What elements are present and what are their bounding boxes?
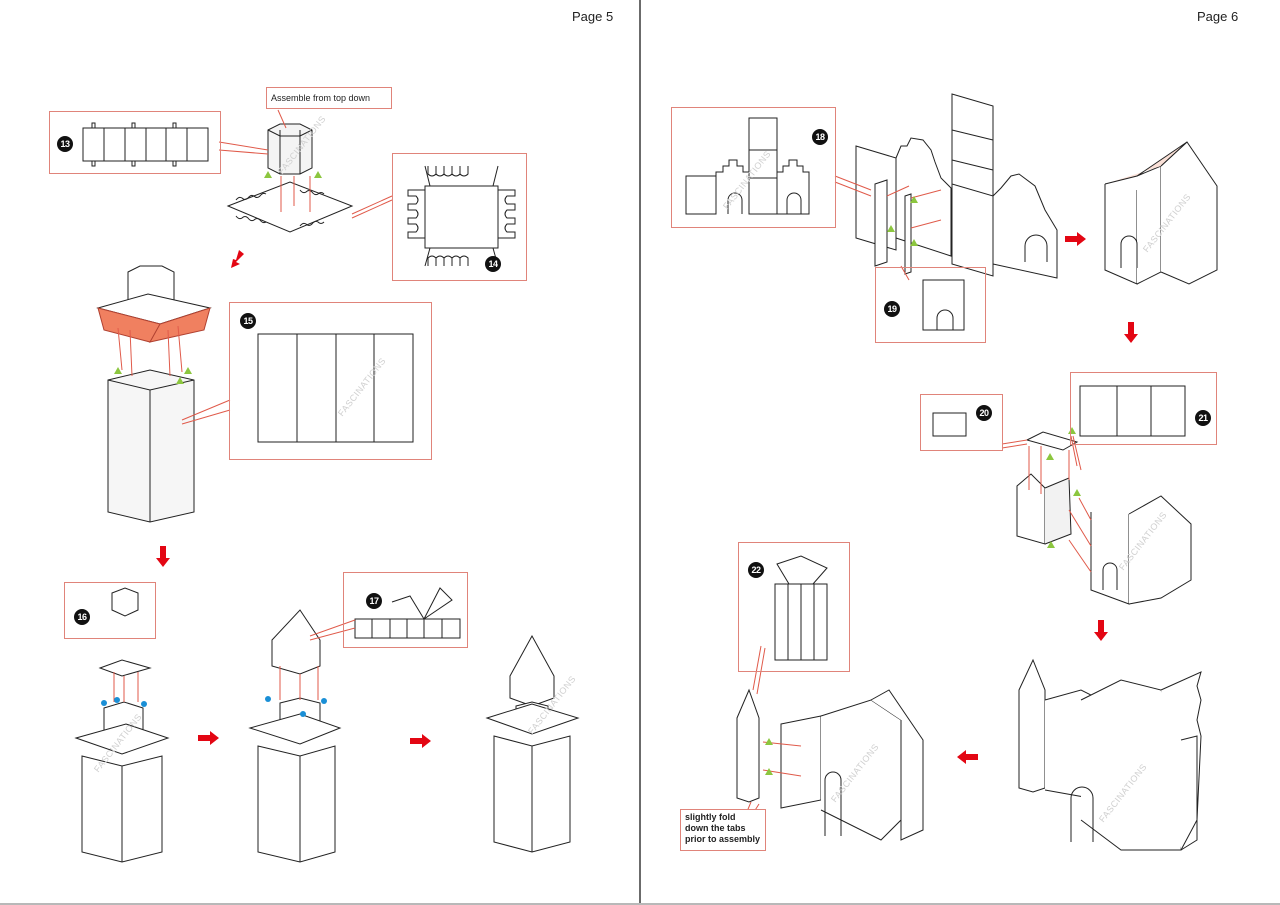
- page-5-illustrations: [74, 109, 580, 863]
- part-21-flat: [1079, 385, 1186, 437]
- part-15-flat: [257, 333, 414, 443]
- guide-lines: [113, 109, 393, 702]
- green-markers: [114, 171, 322, 384]
- note-fold-tabs: slightly fold down the tabs prior to ass…: [680, 809, 766, 851]
- building-final: [1018, 658, 1202, 851]
- step-badge-14: 14: [485, 256, 501, 272]
- callout-step-13: [49, 111, 221, 174]
- step-badge-18: 18: [812, 129, 828, 145]
- step-arrows: [156, 250, 431, 748]
- callout-step-14: [392, 153, 527, 281]
- step-badge-19: 19: [884, 301, 900, 317]
- step-badge-15: 15: [240, 313, 256, 329]
- part-13-strip: [82, 122, 209, 167]
- page-divider: [639, 0, 641, 905]
- part-14-flat: [407, 165, 516, 267]
- callout-step-20: [920, 394, 1003, 451]
- blue-markers: [101, 696, 327, 717]
- page-number: Page 6: [1197, 9, 1239, 24]
- note-assemble-top-down: Assemble from top down: [266, 87, 392, 109]
- callout-step-17: [343, 572, 468, 648]
- callout-step-16: [64, 582, 156, 639]
- building-stage-2: [1016, 431, 1192, 605]
- page-5: Page 5: [0, 0, 639, 903]
- page-bottom-edge: [0, 903, 1280, 905]
- step-badge-20: 20: [976, 405, 992, 421]
- step-badge-13: 13: [57, 136, 73, 152]
- base-plate-iso: [226, 181, 354, 233]
- step-badge-16: 16: [74, 609, 90, 625]
- step-badge-21: 21: [1195, 410, 1211, 426]
- part-19-flat: [922, 279, 965, 331]
- part-16-flat: [111, 587, 139, 617]
- part-22-flat: [774, 555, 828, 661]
- tower-body-assembly: [96, 265, 212, 523]
- callout-step-15: [229, 302, 432, 460]
- tower-stage-2: [248, 609, 342, 863]
- building-stage-3: [736, 688, 924, 841]
- part-18-flat: [685, 117, 810, 215]
- page-number: Page 5: [572, 9, 614, 24]
- step-badge-22: 22: [748, 562, 764, 578]
- green-markers: [765, 196, 1081, 775]
- page-6: Page 6: [641, 0, 1280, 903]
- hex-tower-top: [267, 123, 313, 175]
- guide-lines: [740, 175, 1092, 827]
- step-arrows: [957, 232, 1138, 764]
- part-20-flat: [932, 412, 967, 437]
- tower-final: [485, 634, 580, 853]
- tower-stage-1: [74, 659, 170, 863]
- step-badge-17: 17: [366, 593, 382, 609]
- page-6-illustrations: [685, 93, 1218, 851]
- callout-step-18: [671, 107, 836, 228]
- exploded-walls: [855, 93, 1058, 279]
- building-stage-1: [1104, 141, 1218, 285]
- callout-step-21: [1070, 372, 1217, 445]
- callout-step-19: [875, 267, 986, 343]
- callout-step-22: [738, 542, 850, 672]
